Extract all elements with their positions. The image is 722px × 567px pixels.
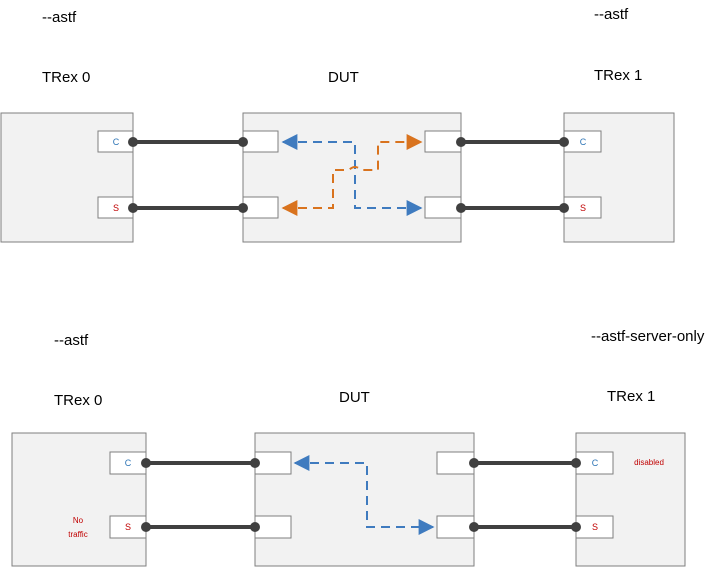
top-trex0-flag: --astf [42, 9, 77, 26]
top-trex1-flag: --astf [594, 6, 629, 23]
bottom-endpoint [250, 458, 260, 468]
bottom-flow-blue [293, 455, 435, 535]
top-trex0-server-label: S [113, 203, 119, 213]
top-trex0-title: TRex 0 [42, 69, 90, 86]
top-endpoint [128, 137, 138, 147]
top-endpoint [128, 203, 138, 213]
bottom-trex1-flag: --astf-server-only [591, 328, 705, 345]
bottom-disabled-label: disabled [634, 458, 664, 467]
bottom-trex0-server-label: S [125, 522, 131, 532]
bottom-endpoint [141, 458, 151, 468]
bottom-endpoint [141, 522, 151, 532]
bottom-links [146, 461, 576, 529]
bottom-dut-title: DUT [339, 389, 370, 406]
bottom-endpoint [250, 522, 260, 532]
bottom-trex1-server-label: S [592, 522, 598, 532]
bottom-endpoint [469, 522, 479, 532]
top-trex1-title: TRex 1 [594, 67, 642, 84]
top-endpoint [559, 203, 569, 213]
bottom-link-endpoints [141, 458, 581, 532]
top-endpoint [238, 137, 248, 147]
bottom-endpoint [469, 458, 479, 468]
top-trex0-client-label: C [113, 137, 120, 147]
top-dut-title: DUT [328, 69, 359, 86]
top-dut-port-right-2 [424, 196, 462, 219]
top-setup: --astf --astf TRex 0 DUT TRex 1 C S C S [0, 6, 675, 243]
bottom-trex1-title: TRex 1 [607, 388, 655, 405]
top-link-endpoints [128, 137, 569, 213]
bottom-setup: --astf --astf-server-only TRex 0 DUT TRe… [11, 328, 705, 567]
bottom-dut-port-right-1 [436, 451, 475, 475]
bottom-endpoint [571, 458, 581, 468]
bottom-no-traffic-line2: traffic [68, 530, 87, 539]
top-endpoint [456, 137, 466, 147]
bottom-trex0-client-label: C [125, 458, 132, 468]
top-flow-orange [281, 134, 423, 216]
bottom-no-traffic-line1: No [73, 516, 84, 525]
bottom-dut-port-right-2 [436, 515, 475, 539]
top-dut-port-right-1 [424, 130, 462, 153]
bottom-endpoint [571, 522, 581, 532]
top-endpoint [559, 137, 569, 147]
bottom-trex0-title: TRex 0 [54, 392, 102, 409]
top-links [133, 140, 564, 210]
bottom-trex0-flag: --astf [54, 332, 89, 349]
top-trex1-client-label: C [580, 137, 587, 147]
top-dut-port-left-1 [242, 130, 279, 153]
top-trex1-server-label: S [580, 203, 586, 213]
bottom-trex1-client-label: C [592, 458, 599, 468]
bottom-dut-port-left-2 [254, 515, 292, 539]
top-endpoint [456, 203, 466, 213]
top-endpoint [238, 203, 248, 213]
bottom-dut-port-left-1 [254, 451, 292, 475]
top-dut-port-left-2 [242, 196, 279, 219]
